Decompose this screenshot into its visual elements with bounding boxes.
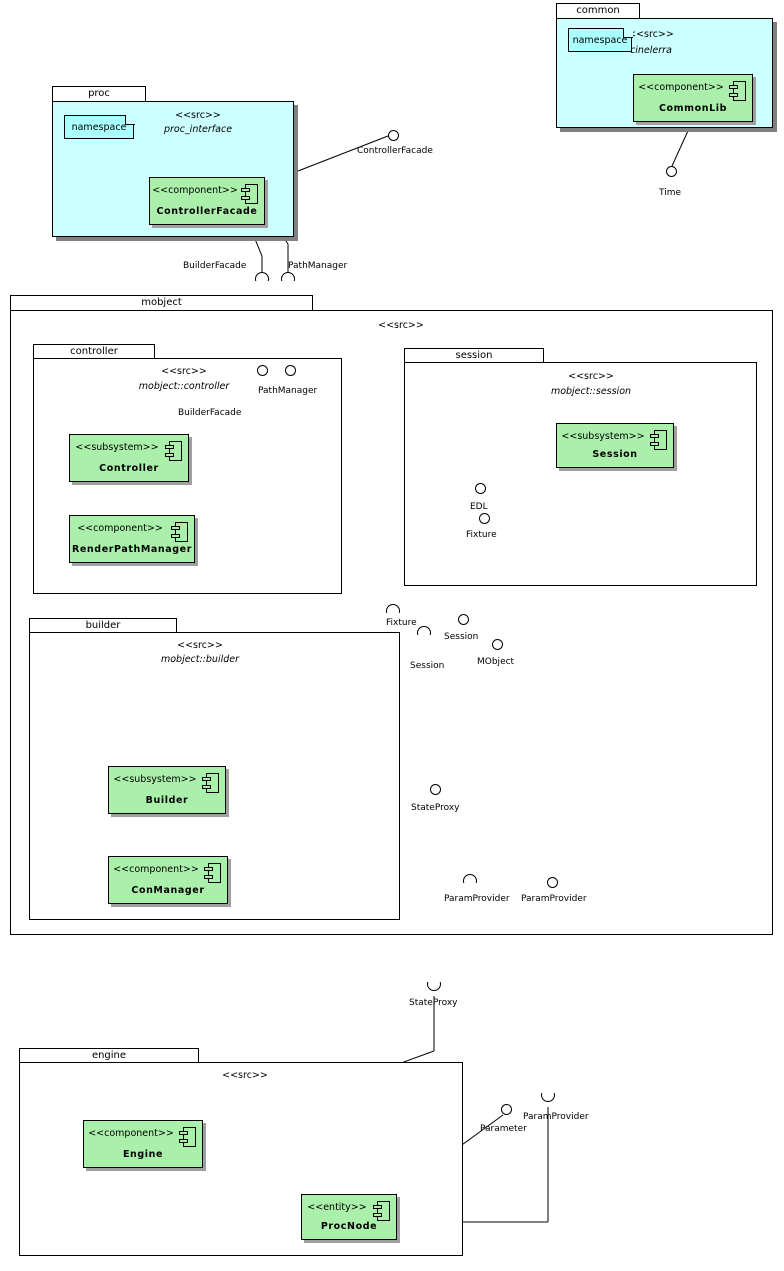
component-controller-facade-name: ControllerFacade: [156, 206, 258, 217]
package-proc-tab: proc: [52, 86, 146, 102]
package-builder-qualifier: mobject::builder: [160, 654, 240, 665]
component-controller-facade-stereotype: <<component>>: [152, 185, 238, 196]
component-icon: [165, 441, 182, 461]
component-session-stereotype: <<subsystem>>: [561, 431, 645, 442]
interface-state-proxy-builder-lollipop[interactable]: [430, 784, 441, 795]
interface-time-lollipop[interactable]: [666, 166, 677, 177]
component-session-name: Session: [592, 449, 638, 460]
interface-path-manager-ctrl-label: PathManager: [258, 386, 318, 396]
namespace-note-common: namespace: [568, 28, 632, 52]
package-mobject-tab: mobject: [10, 295, 313, 311]
component-proc-node[interactable]: <<entity>> ProcNode: [301, 1194, 397, 1240]
interface-time-label: Time: [659, 188, 682, 198]
package-session-body: <<src>> mobject::session: [404, 362, 757, 586]
interface-edl-lollipop[interactable]: [475, 483, 486, 494]
component-common-lib-stereotype: <<component>>: [638, 82, 724, 93]
interface-mobject-lollipop[interactable]: [492, 639, 503, 650]
package-controller-qualifier: mobject::controller: [138, 381, 230, 392]
interface-parameter-lollipop[interactable]: [501, 1104, 512, 1115]
component-builder-stereotype: <<subsystem>>: [113, 774, 197, 785]
interface-state-proxy-engine-label: StateProxy: [409, 998, 458, 1008]
package-common-stereotype: <<src>>: [628, 29, 674, 40]
component-common-lib[interactable]: <<component>> CommonLib: [633, 74, 753, 122]
interface-param-provider-right-label: ParamProvider: [521, 894, 587, 904]
interface-param-provider-con-label: ParamProvider: [444, 894, 510, 904]
interface-path-manager-ctrl-lollipop[interactable]: [285, 365, 296, 376]
interface-edl-label: EDL: [470, 502, 488, 512]
interface-controller-facade-label: ControllerFacade: [357, 146, 433, 156]
namespace-note-proc: namespace: [64, 115, 134, 139]
component-render-path-manager-name: RenderPathManager: [71, 544, 193, 555]
component-controller[interactable]: <<subsystem>> Controller: [69, 434, 189, 482]
component-con-manager[interactable]: <<component>> ConManager: [108, 856, 228, 904]
component-engine-stereotype: <<component>>: [88, 1128, 174, 1139]
component-session[interactable]: <<subsystem>> Session: [556, 423, 674, 468]
interface-param-provider-con-socket[interactable]: [463, 874, 477, 883]
interface-state-proxy-engine-socket[interactable]: [427, 982, 441, 991]
package-engine-stereotype: <<src>>: [222, 1070, 268, 1081]
interface-param-provider-node-socket[interactable]: [541, 1093, 555, 1102]
interface-path-manager-label: PathManager: [288, 261, 348, 271]
package-builder-stereotype: <<src>>: [177, 640, 223, 651]
interface-fixture-session-label: Fixture: [466, 530, 497, 540]
interface-path-manager-socket[interactable]: [281, 272, 295, 281]
interface-builder-facade-label: BuilderFacade: [183, 261, 247, 271]
interface-param-provider-right-lollipop[interactable]: [547, 877, 558, 888]
component-controller-facade[interactable]: <<component>> ControllerFacade: [149, 177, 265, 225]
package-proc-qualifier: proc_interface: [163, 124, 233, 135]
package-session-qualifier: mobject::session: [550, 386, 632, 397]
interface-fixture-builder-socket[interactable]: [386, 604, 400, 613]
interface-session-builder-socket[interactable]: [417, 626, 431, 635]
package-session-tab: session: [404, 348, 544, 363]
interface-param-provider-node-label: ParamProvider: [523, 1112, 589, 1122]
package-proc-stereotype: <<src>>: [175, 110, 221, 121]
component-proc-node-stereotype: <<entity>>: [307, 1202, 367, 1213]
note-fold-icon-proc: [125, 115, 135, 125]
component-con-manager-stereotype: <<component>>: [113, 864, 199, 875]
component-builder-name: Builder: [145, 795, 189, 806]
component-icon: [179, 1127, 196, 1147]
package-common-tab: common: [556, 3, 640, 19]
interface-state-proxy-builder-label: StateProxy: [411, 803, 460, 813]
package-controller-stereotype: <<src>>: [161, 366, 207, 377]
package-mobject-stereotype: <<src>>: [378, 320, 424, 331]
package-engine-tab: engine: [19, 1048, 199, 1063]
interface-controller-facade-lollipop[interactable]: [388, 130, 399, 141]
component-controller-stereotype: <<subsystem>>: [75, 442, 159, 453]
interface-mobject-label: MObject: [477, 657, 515, 667]
component-engine-name: Engine: [122, 1149, 164, 1160]
component-con-manager-name: ConManager: [131, 885, 205, 896]
interface-session-provided-lollipop[interactable]: [458, 614, 469, 625]
component-proc-node-name: ProcNode: [320, 1221, 378, 1232]
component-controller-name: Controller: [99, 463, 159, 474]
component-icon: [202, 773, 219, 793]
component-engine[interactable]: <<component>> Engine: [83, 1120, 203, 1168]
component-icon: [241, 184, 258, 204]
component-icon: [204, 863, 221, 883]
component-icon: [650, 430, 667, 450]
component-builder[interactable]: <<subsystem>> Builder: [108, 766, 226, 814]
component-icon: [373, 1201, 390, 1221]
package-controller-tab: controller: [33, 344, 155, 359]
component-render-path-manager[interactable]: <<component>> RenderPathManager: [69, 515, 195, 563]
component-render-path-manager-stereotype: <<component>>: [77, 523, 163, 534]
interface-fixture-builder-label: Fixture: [386, 618, 417, 628]
component-common-lib-name: CommonLib: [658, 103, 728, 114]
package-session-stereotype: <<src>>: [568, 371, 614, 382]
interface-builder-facade-ctrl-label: BuilderFacade: [178, 408, 242, 418]
component-icon: [729, 81, 746, 101]
interface-parameter-label: Parameter: [480, 1124, 527, 1134]
component-icon: [171, 522, 188, 542]
interface-builder-facade-socket[interactable]: [255, 272, 269, 281]
interface-session-provided-label: Session: [444, 632, 479, 642]
interface-fixture-session-lollipop[interactable]: [479, 513, 490, 524]
interface-builder-facade-ctrl-lollipop[interactable]: [257, 365, 268, 376]
package-builder-tab: builder: [29, 618, 177, 633]
package-common-qualifier: cinelerra: [630, 45, 672, 56]
interface-session-builder-label: Session: [410, 661, 445, 671]
note-fold-icon-common: [623, 28, 633, 38]
